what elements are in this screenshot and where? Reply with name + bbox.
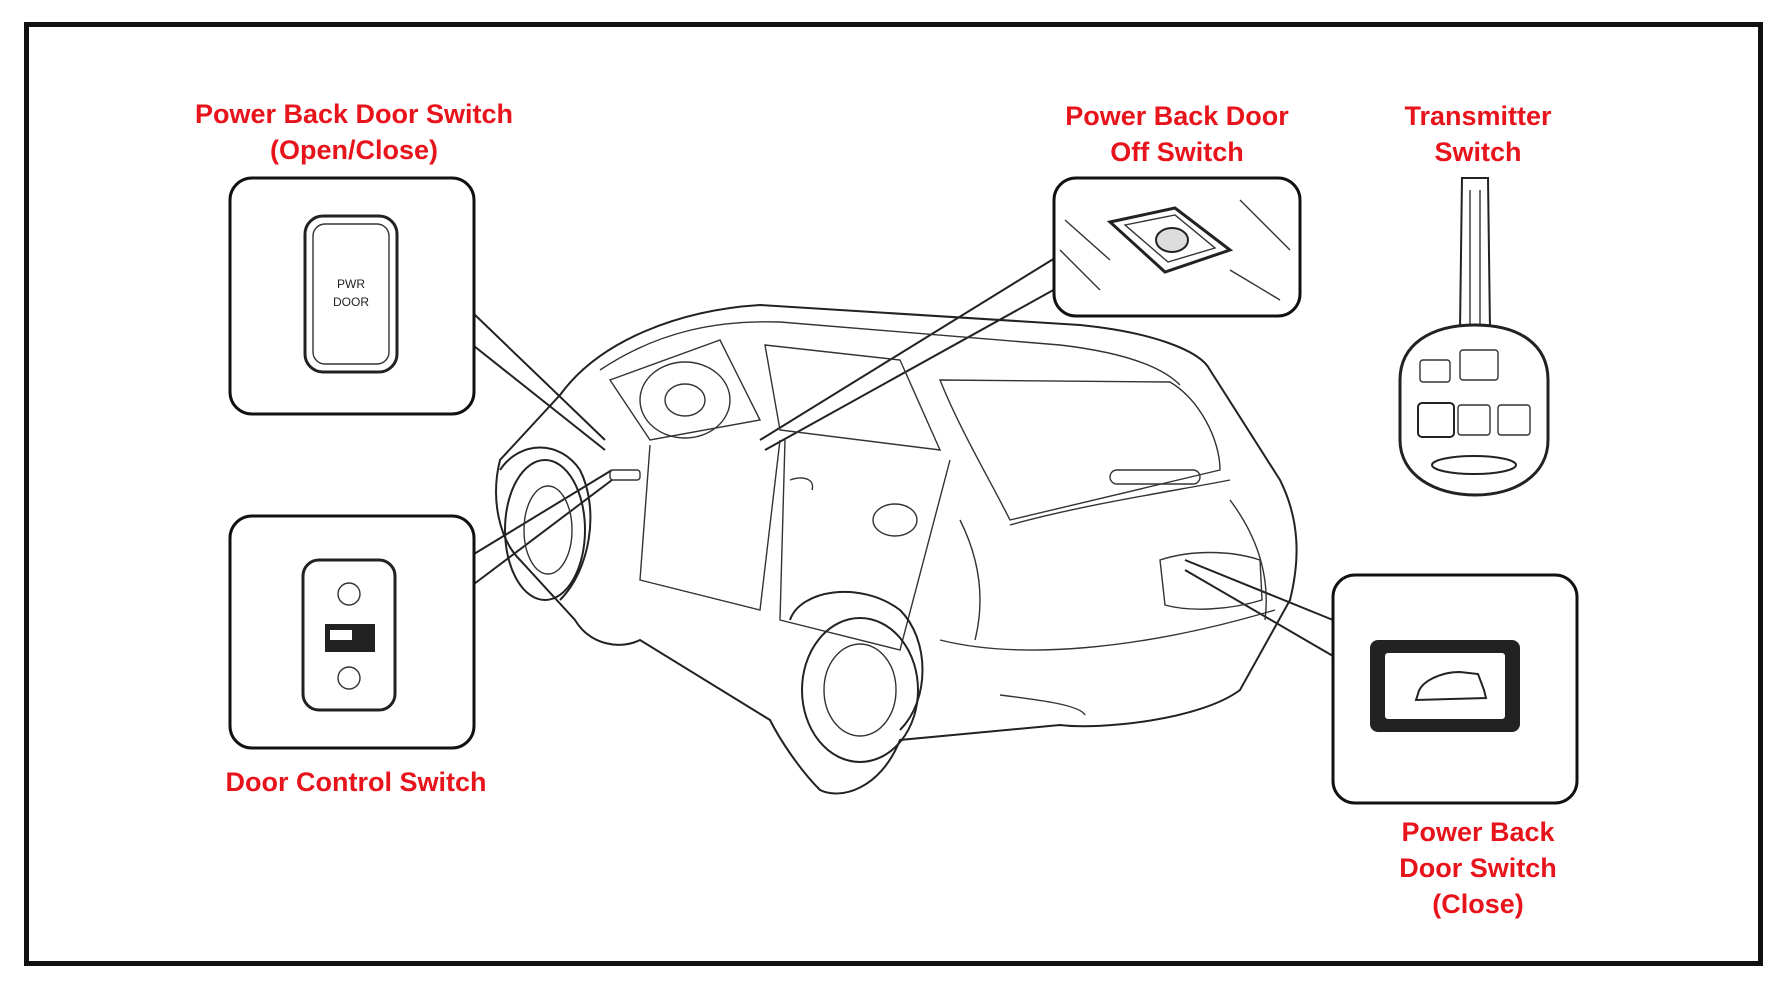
door-control-lower-button	[337, 666, 361, 690]
label-close-switch-line1: Power Back	[1401, 817, 1555, 847]
power-back-door-button	[1417, 402, 1455, 438]
panic-button	[1497, 404, 1531, 436]
label-close-switch-line2: Door Switch	[1399, 853, 1557, 883]
callout-off-switch	[1052, 176, 1302, 318]
label-transmitter-line2: Switch	[1434, 137, 1522, 167]
label-close-switch-line3: (Close)	[1432, 889, 1524, 919]
suv-illustration	[495, 303, 1298, 795]
switch-text-line1: PWR	[337, 277, 365, 291]
label-off-switch: Power Back Door Off Switch	[1042, 98, 1312, 170]
callout-door-control-switch	[228, 514, 476, 750]
label-off-switch-line2: Off Switch	[1110, 137, 1244, 167]
unlock-button	[1459, 349, 1499, 381]
label-open-close-line2: (Open/Close)	[269, 135, 438, 165]
lock-button	[1419, 359, 1451, 383]
callout-close-switch	[1331, 573, 1579, 805]
label-door-control: Door Control Switch	[196, 764, 516, 800]
diagram-frame	[24, 22, 1763, 966]
label-off-switch-line1: Power Back Door	[1065, 101, 1289, 131]
car-icon	[1414, 670, 1488, 702]
leader-lines	[473, 257, 1334, 657]
label-transmitter-line1: Transmitter	[1404, 101, 1552, 131]
trunk-button	[1457, 404, 1491, 436]
label-open-close-line1: Power Back Door Switch	[194, 99, 514, 129]
label-transmitter: Transmitter Switch	[1380, 98, 1576, 170]
label-open-close-switch: Power Back Door Switch (Open/Close)	[168, 96, 540, 168]
transmitter-key	[1398, 177, 1550, 497]
switch-text-line2: DOOR	[333, 295, 369, 309]
callout-open-close-switch: PWR DOOR	[228, 176, 476, 416]
door-control-upper-button	[337, 582, 361, 606]
label-door-control-line1: Door Control Switch	[225, 767, 487, 797]
label-close-switch: Power Back Door Switch (Close)	[1360, 814, 1596, 922]
